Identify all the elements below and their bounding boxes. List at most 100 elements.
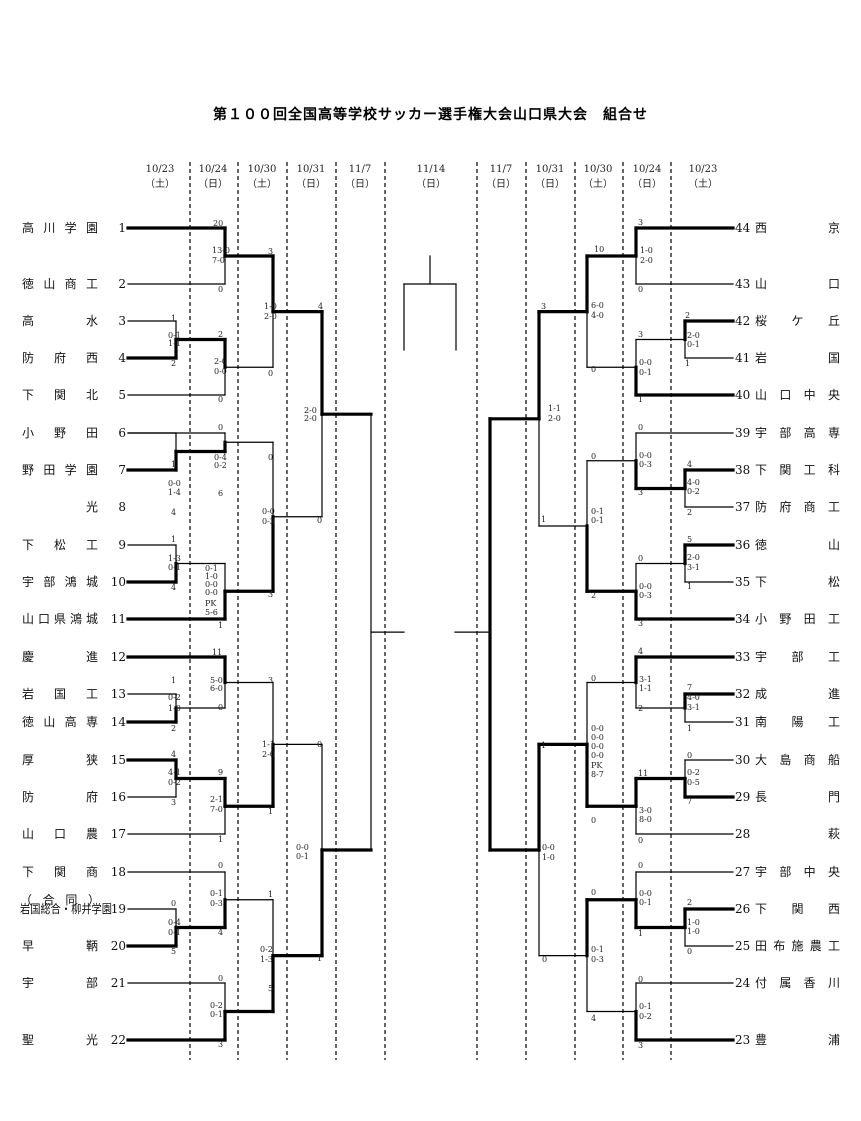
left-score: 2-0 xyxy=(304,414,317,423)
team-name: 岩国工 xyxy=(22,686,98,701)
right-score: 1 xyxy=(541,515,546,524)
date-header: 10/30 xyxy=(248,164,277,175)
team-name: 田布施農工 xyxy=(755,939,840,953)
weekday-header: （日） xyxy=(296,178,326,190)
right-score: 3 xyxy=(541,302,546,311)
right-score: 3-1 xyxy=(687,703,700,712)
right-score: 0 xyxy=(638,861,643,870)
right-score: 0-1 xyxy=(591,516,604,525)
right-score: 1-1 xyxy=(548,404,561,413)
left-score: 0 xyxy=(218,974,223,983)
right-score: 0-2 xyxy=(687,487,700,496)
date-header: 10/23 xyxy=(146,164,175,175)
left-score: 0-0 xyxy=(205,580,218,589)
team-name: 徳山高専 xyxy=(22,714,98,729)
date-header: 10/30 xyxy=(584,164,613,175)
team-name: 豊 浦 xyxy=(755,1033,840,1047)
page-title: 第１００回全国高等学校サッカー選手権大会山口県大会 組合せ xyxy=(213,107,648,123)
weekday-header: （日） xyxy=(632,178,662,190)
team-name: 山口県鴻城 xyxy=(22,612,98,626)
team-name: 防府商工 xyxy=(755,499,840,514)
team-name: 大島商船 xyxy=(755,752,840,767)
right-score: 1-0 xyxy=(640,246,653,255)
right-score: 1-0 xyxy=(687,918,700,927)
left-score: 1 xyxy=(218,835,223,844)
weekday-header: （土） xyxy=(247,177,277,190)
team-name: 聖 光 xyxy=(22,1033,98,1047)
left-score: 0-1 xyxy=(168,331,181,340)
left-score: 0 xyxy=(218,423,223,432)
right-score: 0-1 xyxy=(687,340,700,349)
left-score: 0-2 xyxy=(260,945,273,954)
left-score: 4 xyxy=(171,750,176,759)
left-score: 1-3 xyxy=(168,554,181,563)
seed-number: 24 xyxy=(735,976,751,990)
left-score: 1-1 xyxy=(262,740,275,749)
right-score: 0-5 xyxy=(687,778,700,787)
seed-number: 8 xyxy=(118,500,126,514)
right-score: 0-0 xyxy=(591,724,604,733)
left-score: 3 xyxy=(218,1040,223,1049)
left-score: 1 xyxy=(171,676,176,685)
left-score: 4 xyxy=(218,928,223,937)
seed-number: 4 xyxy=(118,351,126,365)
seed-number: 17 xyxy=(111,827,126,841)
left-score: 2-0 xyxy=(214,357,227,366)
left-score: 7-0 xyxy=(212,256,225,265)
seed-number: 35 xyxy=(735,575,750,589)
seed-number: 28 xyxy=(735,827,750,841)
team-name: 宇部工 xyxy=(755,649,840,664)
team-name: 宇部中央 xyxy=(755,864,840,879)
left-score: 0 xyxy=(218,395,223,404)
seed-number: 12 xyxy=(111,650,126,664)
seed-number: 44 xyxy=(735,221,751,235)
right-score: 0 xyxy=(638,285,643,294)
right-score: 3-1 xyxy=(639,675,652,684)
left-score: 1-4 xyxy=(168,488,181,497)
team-name: 光 xyxy=(86,500,98,514)
team-name: 宇部高専 xyxy=(755,425,840,440)
right-score: 0 xyxy=(687,947,692,956)
team-note: （ 合 同 ） xyxy=(20,892,100,907)
team-name: 岩 国 xyxy=(755,350,840,365)
right-score: 1 xyxy=(541,741,546,750)
left-score: 0 xyxy=(268,453,273,462)
seed-number: 40 xyxy=(735,388,750,402)
right-score: 3 xyxy=(638,619,643,628)
seed-number: 43 xyxy=(735,277,750,291)
right-score: 2 xyxy=(685,311,690,320)
bracket-lines xyxy=(126,226,735,1042)
right-score: 0 xyxy=(591,365,596,374)
left-score: 0-0 xyxy=(262,507,275,516)
seed-number: 3 xyxy=(118,314,126,328)
right-score: 4 xyxy=(591,1014,596,1023)
team-name: 早 鞆 xyxy=(22,939,98,953)
team-name: 高 水 xyxy=(22,313,98,328)
right-score: 11 xyxy=(638,769,648,778)
right-score: 0-0 xyxy=(639,889,652,898)
team-name: 下関西 xyxy=(755,902,840,916)
seed-number: 7 xyxy=(118,463,126,477)
left-score: 5 xyxy=(268,984,273,993)
left-score: 0 xyxy=(218,703,223,712)
seed-number: 16 xyxy=(111,790,126,804)
team-name: 山口農 xyxy=(22,827,98,841)
team-name: 野田学園 xyxy=(22,462,98,477)
left-score: 0-0 xyxy=(205,588,218,597)
right-score: 0 xyxy=(638,975,643,984)
left-score: 0-3 xyxy=(262,517,275,526)
right-score: 4-0 xyxy=(591,311,604,320)
right-score: 0-3 xyxy=(639,591,652,600)
team-name: 防府西 xyxy=(22,350,98,365)
left-score: 7-0 xyxy=(210,805,223,814)
team-name: 宇部鴻城 xyxy=(22,574,98,589)
left-score: 1 xyxy=(268,807,273,816)
left-score: 0 xyxy=(218,861,223,870)
team-name: 下関北 xyxy=(22,388,98,402)
right-score: 0 xyxy=(591,452,596,461)
right-score: 2-0 xyxy=(640,256,653,265)
right-score: 0 xyxy=(591,674,596,683)
right-score: 2-0 xyxy=(687,331,700,340)
weekday-header: （土） xyxy=(145,177,175,190)
right-score: 0-1 xyxy=(639,368,652,377)
